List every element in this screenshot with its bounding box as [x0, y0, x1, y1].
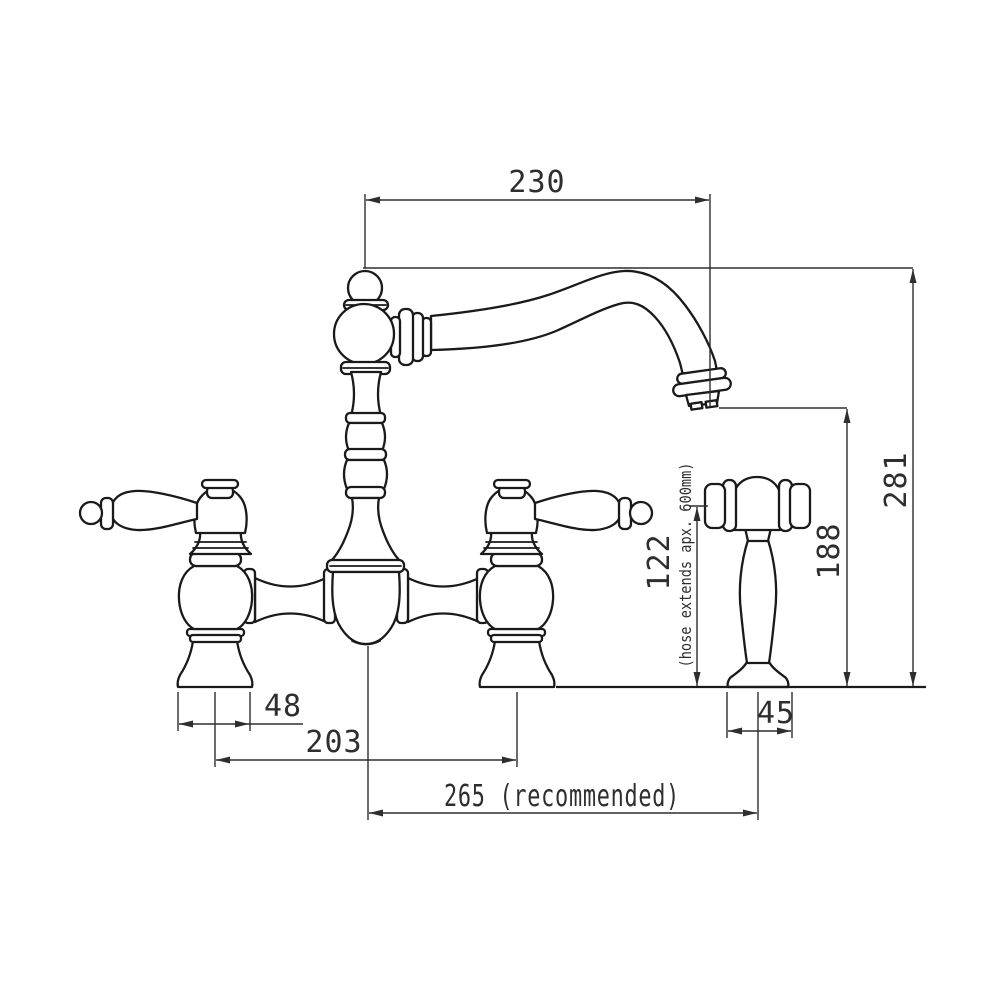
column-neck [349, 370, 383, 418]
dimension-label: 48 [264, 689, 302, 724]
spout-tube [429, 269, 719, 377]
spout-nozzle-tab [704, 399, 719, 409]
dimension-spout-outlet-height: 188 [719, 407, 851, 686]
column-sphere [332, 302, 396, 366]
bridge-arm-left [253, 576, 328, 624]
dimension-spray-base-width: 45 [726, 692, 795, 738]
arrow-up-icon [909, 269, 917, 283]
arrow-down-icon [693, 672, 701, 686]
hose-note-label: (hose extends apx. 600mm) [676, 463, 695, 668]
bridge-arms [242, 567, 490, 625]
column-bead [342, 458, 389, 491]
dimension-label: 265 (recommended) [444, 779, 680, 814]
dimension-label: 281 [879, 451, 914, 508]
bridge-arm-right [406, 576, 481, 624]
dimension-spout-reach: 230 [364, 165, 711, 406]
arrow-right-icon [695, 196, 709, 204]
center-body-dimple [351, 640, 381, 646]
dimension-label: 188 [812, 522, 847, 579]
arrow-right-icon [502, 756, 516, 764]
dimension-label: 203 [305, 725, 362, 760]
valve-unit-left [78, 478, 254, 689]
dimension-valve-base-width: 48 [177, 689, 303, 767]
faucet-drawing [78, 269, 926, 689]
arrow-down-icon [843, 672, 851, 686]
column-flare [329, 496, 402, 563]
column-ring [344, 485, 387, 500]
arrow-right-icon [235, 720, 249, 728]
spray-handle [738, 538, 778, 665]
dimension-label: 122 [642, 533, 677, 590]
arrow-up-icon [693, 507, 701, 521]
dimension-overall-height: 281 [363, 267, 917, 686]
dimension-valve-centers: 203 [216, 692, 518, 767]
spray-head-cap [788, 482, 812, 530]
dimension-label: 45 [757, 696, 795, 731]
valve-unit-right [478, 478, 654, 689]
arrow-left-icon [366, 196, 380, 204]
side-spray [703, 475, 812, 689]
spray-head [730, 475, 784, 532]
spout-column [325, 269, 406, 646]
arrow-left-icon [369, 809, 383, 817]
arrow-left-icon [728, 727, 742, 735]
arrow-right-icon [743, 809, 757, 817]
dimension-spray-head-height: 122 (hose extends apx. 600mm) [642, 463, 708, 686]
column-ring [343, 447, 388, 462]
spray-base [726, 660, 790, 689]
dimension-label: 230 [508, 165, 565, 200]
arrow-down-icon [909, 672, 917, 686]
arrow-left-icon [216, 756, 230, 764]
column-segment [344, 421, 387, 453]
spout-nozzle-tab [689, 401, 704, 411]
arrow-right-icon [777, 727, 791, 735]
column-ring [344, 411, 387, 425]
arrow-left-icon [179, 720, 193, 728]
dimension-spray-distance: 265 (recommended) [367, 646, 759, 820]
arrow-up-icon [843, 409, 851, 423]
center-body [331, 570, 401, 646]
